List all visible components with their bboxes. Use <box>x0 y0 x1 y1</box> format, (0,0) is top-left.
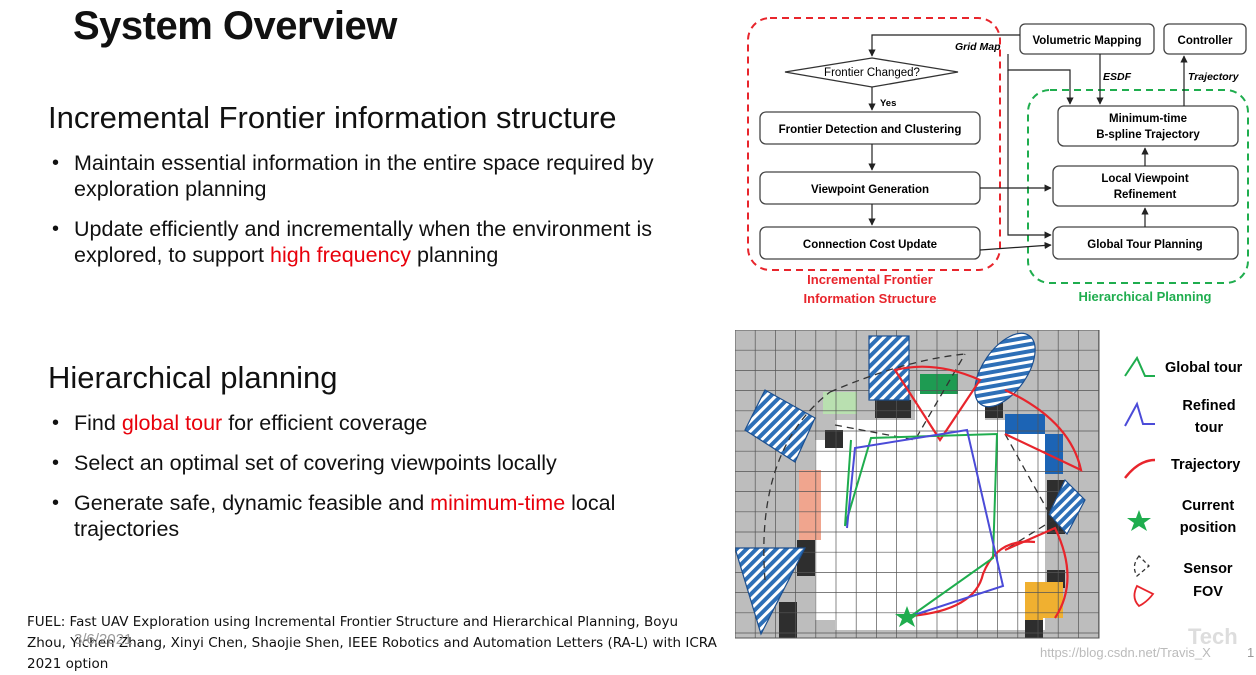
esdf-label: ESDF <box>1103 71 1132 83</box>
highlight-text: global tour <box>121 411 223 435</box>
legend-current-2: position <box>1180 520 1236 536</box>
frontier-bullet-list: Maintain essential information in the en… <box>48 150 698 282</box>
sensor-fov-icon <box>1133 555 1155 608</box>
page-title: System Overview <box>73 4 397 48</box>
slide-date: 3/6/2021 <box>74 631 133 648</box>
min-time-trajectory-box <box>1057 105 1239 147</box>
frontier-group-label-1: Incremental Frontier <box>807 272 933 287</box>
refined-tour-line-icon <box>1124 401 1155 427</box>
citation-footnote: FUEL: Fast UAV Exploration using Increme… <box>27 614 717 672</box>
flow-arrows <box>868 34 1188 251</box>
bullet-item: Find global tour for efficient coverage <box>48 410 698 436</box>
frontier-detection-box <box>759 111 981 145</box>
star-icon <box>1127 510 1151 531</box>
volumetric-mapping-label: Volumetric Mapping <box>1032 35 1141 47</box>
trajectory-edge-label: Trajectory <box>1188 71 1240 83</box>
section-heading-frontier: Incremental Frontier information structu… <box>48 100 617 135</box>
frontier-group-label-2: Information Structure <box>804 291 937 306</box>
frontier-detection-label: Frontier Detection and Clustering <box>779 124 962 136</box>
highlight-text: minimum-time <box>430 491 566 515</box>
bullet-item: Generate safe, dynamic feasible and mini… <box>48 490 698 542</box>
system-flow-diagram: Frontier Changed? Yes Frontier Detection… <box>747 17 1249 306</box>
connection-cost-label: Connection Cost Update <box>803 239 937 251</box>
global-tour-line-icon <box>1124 355 1155 377</box>
url-watermark: https://blog.csdn.net/Travis_X <box>1040 645 1211 660</box>
sensor-fov-dashed <box>763 353 1054 581</box>
grid-map-label: Grid Map <box>955 41 1001 53</box>
frontier-group-box <box>747 17 1001 271</box>
frontier-changed-label: Frontier Changed? <box>824 67 920 79</box>
min-time-label-1: Minimum-time <box>1109 113 1187 125</box>
section-heading-hierarchical: Hierarchical planning <box>48 360 338 395</box>
hatched-obstacles <box>735 332 1086 636</box>
connection-cost-box <box>759 226 981 260</box>
hierarchical-group-box <box>1027 89 1249 284</box>
local-viewpoint-label-2: Refinement <box>1114 189 1177 201</box>
tech-watermark: Tech <box>1188 624 1238 649</box>
controller-box <box>1163 23 1247 55</box>
legend-global-tour: Global tour <box>1165 360 1243 376</box>
highlight-text: high frequency <box>270 243 412 267</box>
bullet-item: Update efficiently and incrementally whe… <box>48 216 698 268</box>
bullet-item: Maintain essential information in the en… <box>48 150 698 202</box>
map-legend: Global tour Refined tour Trajectory Curr… <box>1124 355 1243 608</box>
volumetric-mapping-box <box>1019 23 1155 55</box>
page-number: 1 <box>1247 645 1255 660</box>
min-time-label-2: B-spline Trajectory <box>1096 129 1200 141</box>
local-viewpoint-label-1: Local Viewpoint <box>1101 173 1188 185</box>
legend-sensor-1: Sensor <box>1183 561 1233 577</box>
exploration-map-illustration: Global tour Refined tour Trajectory Curr… <box>735 330 1243 639</box>
legend-trajectory: Trajectory <box>1171 457 1240 473</box>
viewpoint-generation-label: Viewpoint Generation <box>811 184 929 196</box>
trajectory-and-fov <box>893 365 1083 619</box>
trajectory-curve-icon <box>1124 458 1156 479</box>
hierarchical-group-label: Hierarchical Planning <box>1079 289 1212 304</box>
legend-sensor-2: FOV <box>1193 584 1223 600</box>
yes-label: Yes <box>880 98 896 109</box>
hierarchical-bullet-list: Find global tour for efficient coverage … <box>48 410 698 556</box>
legend-current-1: Current <box>1182 498 1235 514</box>
current-position-star-icon <box>895 606 919 627</box>
controller-label: Controller <box>1178 35 1233 47</box>
legend-refined-tour-1: Refined <box>1182 398 1235 414</box>
global-tour-label: Global Tour Planning <box>1087 239 1202 251</box>
bullet-item: Select an optimal set of covering viewpo… <box>48 450 698 476</box>
legend-refined-tour-2: tour <box>1195 420 1224 436</box>
refined-tour-path <box>846 428 1005 617</box>
